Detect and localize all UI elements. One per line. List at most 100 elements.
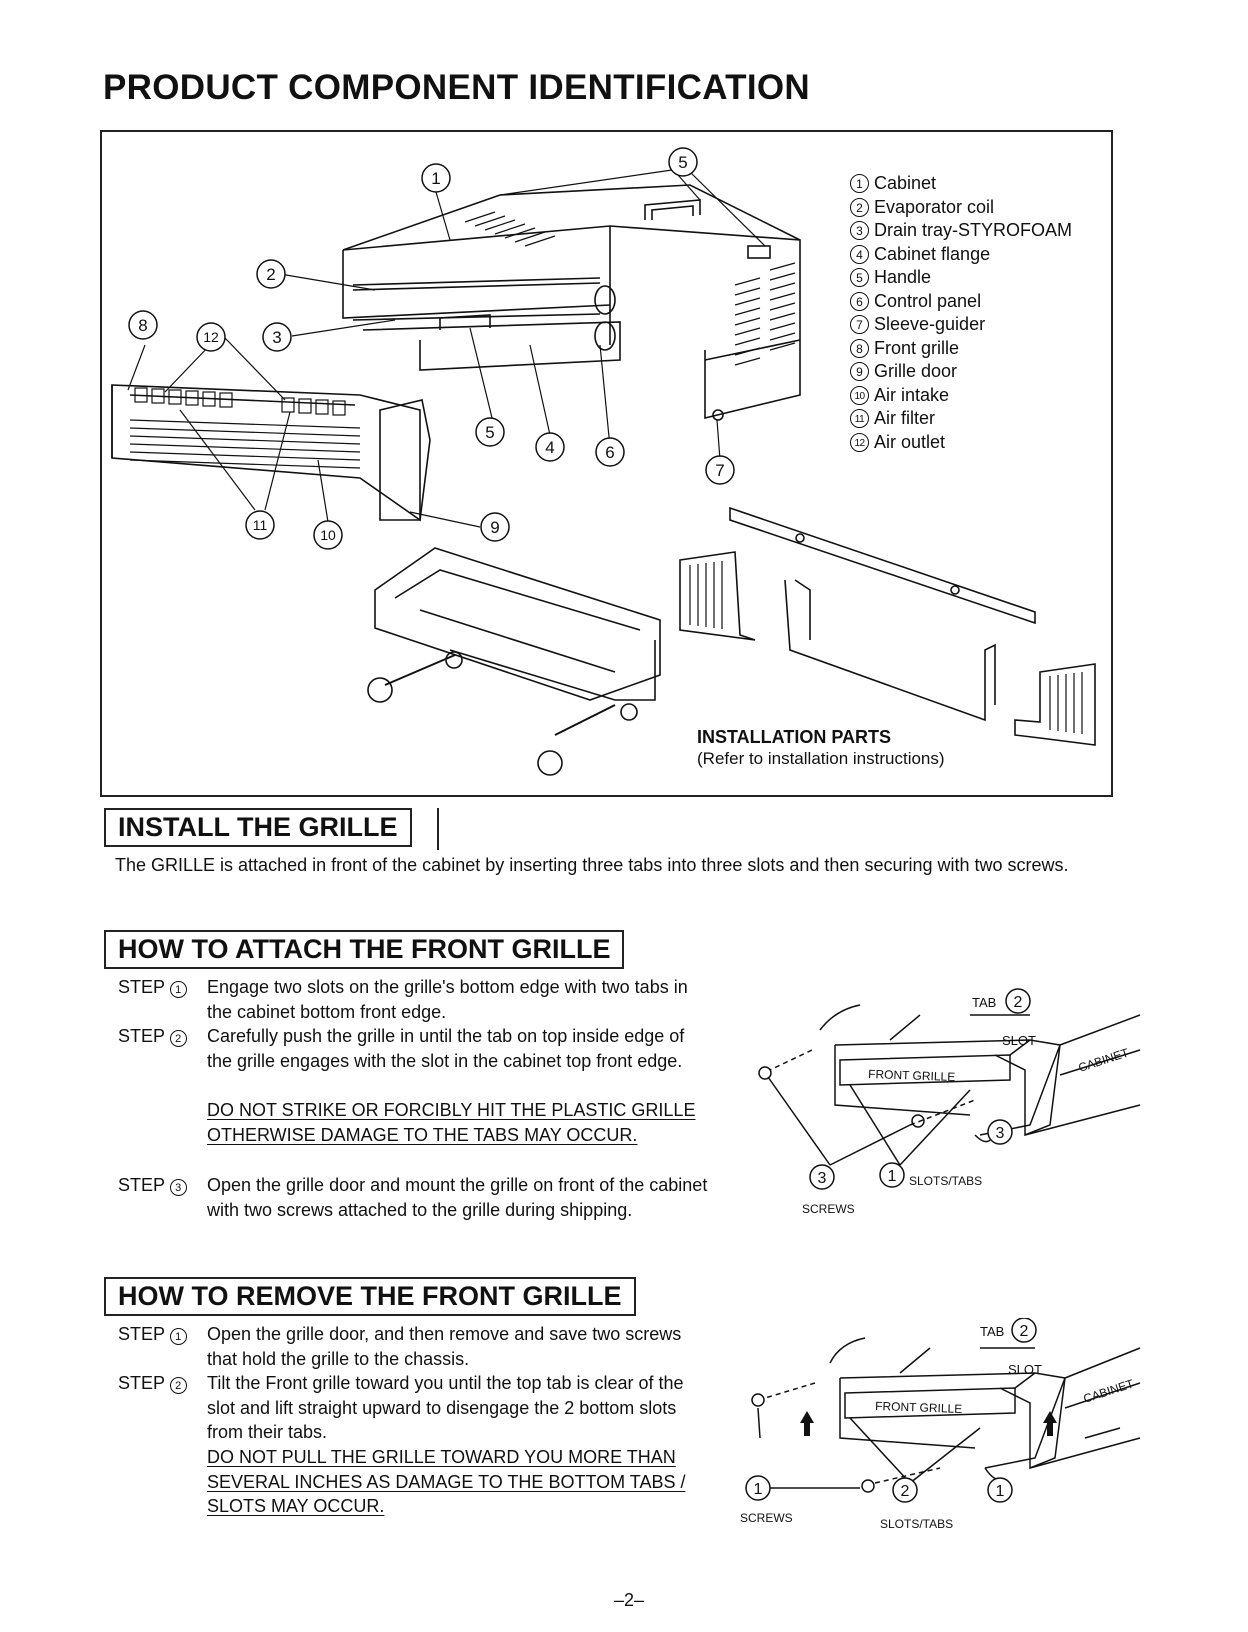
legend-number: 11 [850,409,869,429]
attach-front-grille-label: FRONT GRILLE [868,1067,956,1084]
attach-slots-tabs-label: SLOTS/TABS [909,1174,982,1188]
attach-slots-number: 1 [888,1168,897,1185]
step-word: STEP [118,1373,165,1393]
attach-step-2-warning: DO NOT STRIKE OR FORCIBLY HIT THE PLASTI… [207,1100,696,1145]
attach-screws-number: 3 [818,1170,827,1187]
product-illustration: 1 5 2 8 12 3 5 4 6 7 11 10 9 [111,147,1096,776]
remove-step-2-label: STEP 2 [118,1371,192,1396]
remove-front-grille-label: FRONT GRILLE [875,1399,963,1416]
callout-6: 6 [605,443,614,462]
remove-door-number: 1 [996,1483,1005,1500]
callout-2: 2 [266,265,275,284]
page-number: –2– [614,1590,645,1610]
callout-4: 4 [545,438,554,457]
attach-door-number: 3 [996,1125,1005,1142]
step-word: STEP [118,977,165,997]
component-figure [100,130,1113,797]
remove-tab-label: TAB [980,1324,1004,1339]
attach-screws-label: SCREWS [802,1202,855,1216]
installation-parts-drawing [367,506,1096,776]
callout-8: 8 [138,316,147,335]
legend-number: 8 [850,338,869,358]
legend-label: Front grille [874,337,960,358]
callout-12: 12 [203,329,219,345]
remove-diagram: 2 1 2 1 TAB SLOT FRONT GRILLE CABINET SC… [740,1318,1141,1531]
step-number: 1 [169,1328,187,1345]
attach-diagram: 2 3 1 3 TAB SLOT FRONT GRILLE CABINET SL… [758,988,1141,1216]
legend-number: 4 [850,244,869,264]
legend-number: 3 [850,221,869,241]
install-grille-heading: INSTALL THE GRILLE [104,808,412,847]
legend-label: Air filter [874,408,936,428]
step-word: STEP [118,1026,165,1046]
remove-screws-number: 1 [754,1481,763,1498]
legend-label: Grille door [874,361,958,381]
legend-label: Sleeve-guider [874,314,986,334]
legend-label: Drain tray-STYROFOAM [874,220,1073,240]
remove-tab-number: 2 [1020,1323,1029,1340]
callout-1: 1 [431,169,440,188]
attach-heading: HOW TO ATTACH THE FRONT GRILLE [104,930,625,969]
attach-step-3-label: STEP 3 [118,1173,192,1198]
legend-number: 1 [850,174,869,194]
callout-11: 11 [253,517,268,533]
legend-number: 12 [850,432,869,452]
legend-label: Control panel [874,290,982,311]
remove-step-2-text: Tilt the Front grille toward you until t… [207,1373,684,1442]
remove-heading: HOW TO REMOVE THE FRONT GRILLE [104,1277,636,1316]
attach-slot-label: SLOT [1002,1033,1036,1048]
callout-5-top: 5 [678,153,687,172]
callout-7: 7 [715,461,724,480]
attach-step-2-text: Carefully push the grille in until the t… [207,1026,685,1071]
callout-circles [128,147,735,550]
attach-steps: STEP 1 Engage two slots on the grille's … [118,975,718,1255]
front-grille-drawing [111,384,431,522]
attach-step-2-label: STEP 2 [118,1024,192,1049]
legend-label: Air outlet [874,431,946,452]
legend-number: 5 [850,268,869,288]
install-grille-text: The GRILLE is attached in front of the c… [115,855,1069,875]
legend-label: Air intake [874,384,950,405]
step-number: 2 [169,1030,187,1047]
callout-5-bottom: 5 [485,423,494,442]
attach-tab-label: TAB [972,995,996,1010]
attach-step-3-text: Open the grille door and mount the grill… [207,1175,708,1220]
attach-cabinet-label: CABINET [1077,1045,1131,1075]
step-word: STEP [118,1324,165,1344]
legend-label: Evaporator coil [874,196,995,217]
remove-step-1-label: STEP 1 [118,1322,192,1347]
remove-step-1-text: Open the grille door, and then remove an… [207,1324,682,1369]
callout-10: 10 [320,527,336,543]
step-number: 3 [169,1179,187,1196]
callout-3: 3 [272,328,281,347]
remove-slot-label: SLOT [1008,1362,1042,1377]
attach-step-1-text: Engage two slots on the grille's bottom … [207,977,688,1022]
attach-tab-number: 2 [1014,994,1023,1011]
legend-number: 10 [850,385,869,405]
step-number: 1 [169,981,187,998]
legend-number: 2 [850,197,869,217]
step-number: 2 [169,1377,187,1394]
attach-step-1-label: STEP 1 [118,975,192,1000]
step-word: STEP [118,1175,165,1195]
legend-label: Cabinet [874,173,937,193]
leader-lines [127,169,766,528]
installation-parts-note: (Refer to installation instructions) [697,749,945,768]
remove-slots-tabs-label: SLOTS/TABS [880,1517,953,1531]
page-title: PRODUCT COMPONENT IDENTIFICATION [103,68,810,107]
callout-9: 9 [490,518,499,537]
legend-number: 7 [850,315,869,335]
remove-cabinet-label: CABINET [1082,1376,1136,1406]
